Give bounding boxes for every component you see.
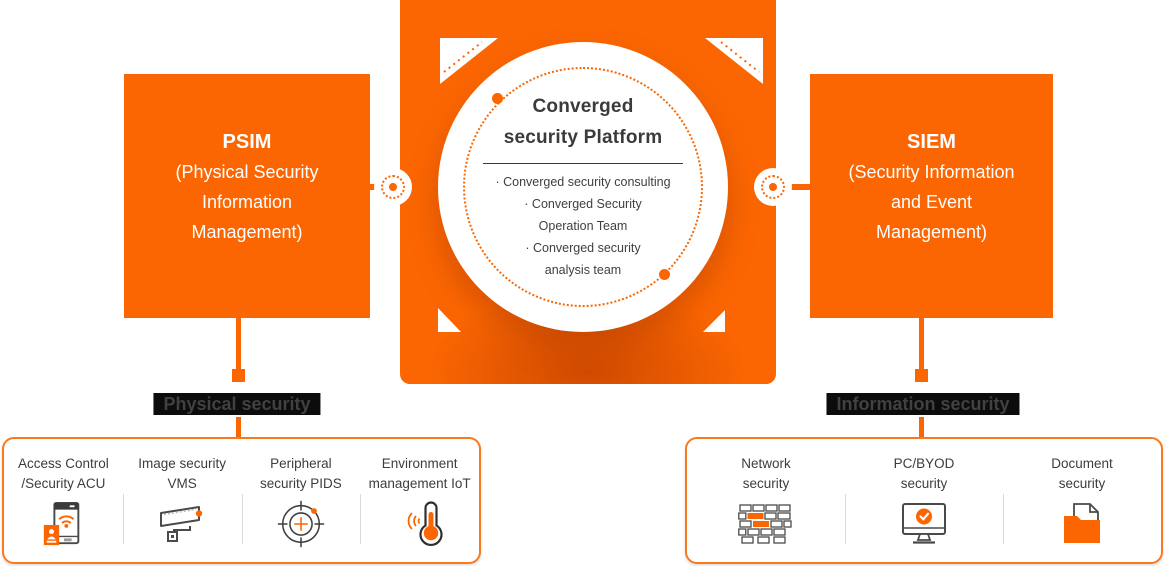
- item-label-line: security: [742, 476, 790, 491]
- title-divider: [483, 163, 683, 164]
- platform-circle: Converged security Platform · Converged …: [438, 42, 728, 332]
- node-dotted-ring: [761, 175, 785, 199]
- item-label-line: security: [1058, 476, 1106, 491]
- service-line: · Converged security consulting: [495, 175, 671, 189]
- item-label: Environment management IoT: [360, 454, 479, 494]
- information-security-box: Network security: [685, 437, 1163, 564]
- item-label-line: VMS: [167, 476, 197, 491]
- psim-subtitle-line: Information: [201, 192, 293, 212]
- item-environment-iot: Environment management IoT: [360, 439, 479, 562]
- item-label-line: PC/BYOD: [893, 456, 955, 471]
- ring-dot-bottom-right: [659, 269, 670, 280]
- item-label-line: security: [900, 476, 948, 491]
- psim-subtitle: (Physical Security Information Managemen…: [124, 157, 370, 247]
- psim-drop-cap: [232, 369, 245, 382]
- siem-drop-line: [919, 318, 924, 369]
- item-label: Access Control /Security ACU: [4, 454, 123, 494]
- siem-stub-line: [919, 417, 924, 437]
- item-label-line: management IoT: [368, 476, 471, 491]
- item-label-line: Environment: [381, 456, 458, 471]
- node-dotted-ring: [381, 175, 405, 199]
- information-security-label: Information security: [826, 393, 1020, 415]
- service-line: analysis team: [544, 263, 622, 277]
- service-line: · Converged security: [525, 241, 641, 255]
- connector-line-right: [772, 184, 812, 190]
- item-label-line: /Security ACU: [21, 476, 106, 491]
- siem-box: SIEM (Security Information and Event Man…: [810, 74, 1053, 318]
- item-peripheral-security: Peripheral security PIDS: [241, 439, 361, 562]
- item-label: Image security VMS: [123, 454, 242, 494]
- item-access-control: Access Control /Security ACU: [4, 439, 123, 562]
- item-image-security: Image security VMS: [122, 439, 242, 562]
- service-line: · Converged Security: [524, 197, 642, 211]
- perimeter-radar-icon: [242, 498, 361, 550]
- item-label: Peripheral security PIDS: [242, 454, 361, 494]
- item-label-line: security PIDS: [259, 476, 342, 491]
- item-label: Document security: [1003, 454, 1161, 494]
- item-label: PC/BYOD security: [845, 454, 1003, 494]
- item-document-security: Document security: [1003, 439, 1161, 562]
- dotted-ring: [463, 67, 703, 307]
- node-center-dot: [769, 183, 777, 191]
- siem-subtitle: (Security Information and Event Manageme…: [810, 157, 1053, 247]
- psim-box: PSIM (Physical Security Information Mana…: [124, 74, 370, 318]
- item-label-line: Image security: [138, 456, 227, 471]
- siem-subtitle-line: and Event: [890, 192, 973, 212]
- platform-panel: Converged security Platform · Converged …: [400, 0, 776, 384]
- item-label-line: Network: [741, 456, 791, 471]
- siem-drop-cap: [915, 369, 928, 382]
- ring-dot-top-left: [492, 93, 503, 104]
- service-line: Operation Team: [538, 219, 628, 233]
- platform-title-line2: security Platform: [503, 127, 663, 148]
- connector-node-right-icon: [754, 168, 792, 206]
- item-pc-byod-security: PC/BYOD security: [845, 439, 1003, 562]
- item-label-line: Access Control: [17, 456, 109, 471]
- node-center-dot: [389, 183, 397, 191]
- item-label-line: Document: [1051, 456, 1113, 471]
- siem-title: SIEM: [907, 131, 956, 153]
- psim-subtitle-line: (Physical Security: [175, 162, 319, 182]
- siem-subtitle-line: Management): [875, 222, 988, 242]
- connector-node-left-icon: [374, 168, 412, 206]
- cctv-camera-icon: [123, 498, 242, 550]
- item-label-line: Peripheral: [270, 456, 332, 471]
- firewall-brick-icon: [687, 498, 845, 550]
- iot-thermometer-icon: [360, 498, 479, 550]
- monitor-check-icon: [845, 498, 1003, 550]
- physical-security-label: Physical security: [153, 393, 321, 415]
- psim-stub-line: [236, 417, 241, 437]
- platform-services: · Converged security consulting · Conver…: [438, 171, 728, 281]
- smartphone-access-icon: [4, 498, 123, 550]
- psim-title: PSIM: [222, 131, 272, 153]
- secure-folder-icon: [1003, 498, 1161, 550]
- platform-title: Converged security Platform: [438, 91, 728, 153]
- physical-security-box: Access Control /Security ACU: [2, 437, 481, 564]
- platform-title-line1: Converged: [532, 96, 634, 117]
- corner-decorations: [438, 38, 763, 332]
- psim-drop-line: [236, 318, 241, 369]
- item-label: Network security: [687, 454, 845, 494]
- item-network-security: Network security: [687, 439, 845, 562]
- psim-subtitle-line: Management): [191, 222, 303, 242]
- siem-subtitle-line: (Security Information: [848, 162, 1015, 182]
